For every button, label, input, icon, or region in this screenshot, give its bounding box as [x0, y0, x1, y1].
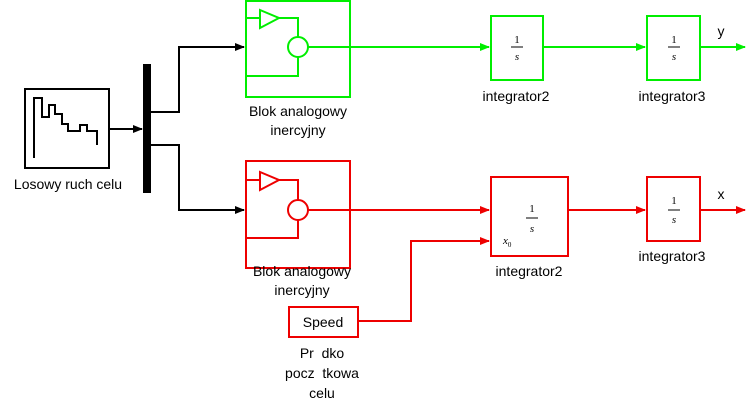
- bottom-analog-block-label-line2: inercyjny: [274, 282, 329, 298]
- top-integrator3-block[interactable]: 1 s: [646, 15, 701, 81]
- integrator-denominator: s: [672, 51, 676, 63]
- top-integrator2-block[interactable]: 1 s: [490, 15, 544, 81]
- bottom-integrator3-block[interactable]: 1 s: [646, 176, 701, 242]
- top-integrator3-label: integrator3: [639, 88, 706, 104]
- demux-block[interactable]: [143, 64, 151, 193]
- speed-label-line1: Pr dko: [300, 345, 345, 361]
- signal-demux-to-top-block[interactable]: [151, 43, 245, 113]
- bottom-integrator2-label: integrator2: [496, 263, 563, 279]
- integrator-numerator: 1: [671, 34, 677, 46]
- signal-speed-to-integrator2-ic[interactable]: [359, 237, 490, 322]
- random-signal-icon: [33, 97, 98, 158]
- speed-label-line2: pocz tkowa: [285, 365, 359, 381]
- gain-triangle-icon: [259, 8, 282, 30]
- speed-block-text: Speed: [303, 314, 343, 330]
- integrator-numerator: 1: [529, 203, 535, 215]
- initial-condition-port-label: x0: [502, 235, 512, 249]
- bottom-integrator3-label: integrator3: [639, 248, 706, 264]
- top-analog-block-label-line2: inercyjny: [270, 122, 325, 138]
- bottom-analog-block-label-line1: Blok analogowy: [253, 263, 351, 279]
- integrator-denominator: s: [515, 51, 519, 63]
- speed-label-line3: celu: [309, 385, 335, 401]
- source-block-label: Losowy ruch celu: [14, 176, 122, 192]
- top-integrator2-label: integrator2: [483, 88, 550, 104]
- speed-block[interactable]: Speed: [288, 306, 359, 338]
- top-analog-block[interactable]: [245, 0, 351, 98]
- signal-demux-to-bottom-block[interactable]: [151, 144, 245, 214]
- top-analog-block-label-line1: Blok analogowy: [249, 103, 347, 119]
- integrator-denominator: s: [530, 223, 534, 235]
- integrator-denominator: s: [672, 214, 676, 226]
- source-block[interactable]: [24, 88, 110, 169]
- integrator-numerator: 1: [514, 34, 520, 46]
- integrator-numerator: 1: [671, 195, 677, 207]
- bottom-analog-block[interactable]: [245, 160, 351, 269]
- gain-triangle-icon: [259, 170, 282, 192]
- bottom-integrator2-block[interactable]: 1 s x0: [490, 176, 569, 257]
- output-y-label: y: [718, 23, 725, 39]
- output-x-label: x: [718, 186, 725, 202]
